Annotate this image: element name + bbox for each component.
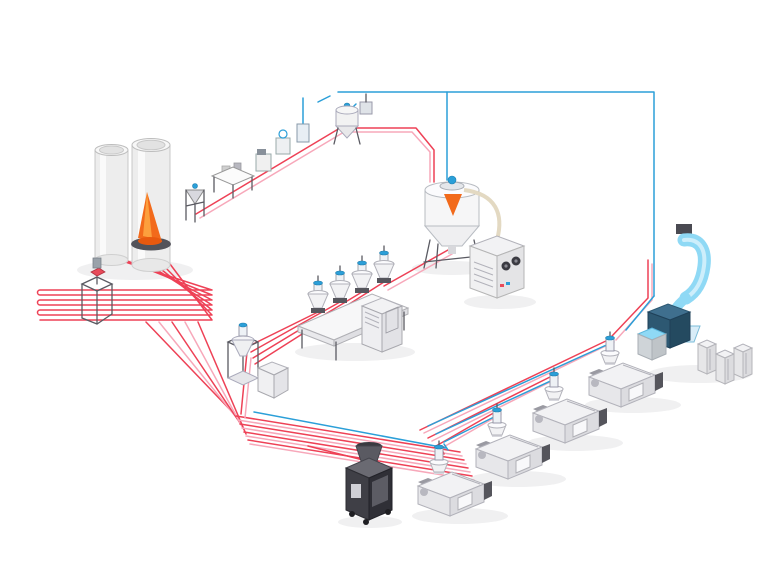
utility-cabinet-3	[733, 343, 753, 379]
loader-stand	[185, 183, 205, 223]
storage-silo-right	[131, 138, 171, 272]
air-pump	[296, 123, 310, 143]
work-table	[210, 162, 256, 199]
filter-unit	[359, 93, 373, 115]
buffer-hopper	[333, 102, 361, 145]
frame-stand	[80, 257, 114, 325]
utility-cabinet-1	[697, 339, 717, 375]
utility-cabinet-2	[715, 349, 735, 385]
processing-tower	[636, 224, 711, 361]
drying-hopper	[423, 175, 502, 269]
silo-discharge-cone	[138, 192, 162, 245]
auxiliary-cabinet	[256, 361, 290, 399]
storage-silo-left	[94, 144, 129, 266]
feeder-unit	[255, 149, 272, 172]
vacuum-hopper-3	[351, 255, 373, 294]
storage-silos	[94, 138, 171, 272]
dosing-station	[226, 322, 260, 386]
vacuum-hopper-2	[329, 265, 351, 304]
vacuum-hopper-1	[307, 275, 329, 314]
granulator	[344, 442, 394, 525]
control-cabinet	[360, 297, 404, 353]
dehumidifying-dryer	[468, 235, 526, 299]
vacuum-hopper-4	[373, 245, 395, 284]
vacuum-pump-unit	[275, 129, 291, 155]
